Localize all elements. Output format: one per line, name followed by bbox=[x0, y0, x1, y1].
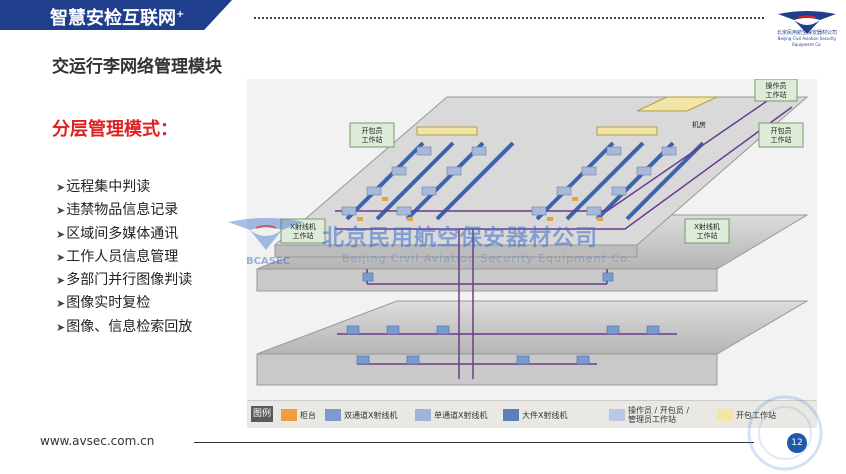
label-unpacker-left-1: 开包员 bbox=[362, 126, 383, 135]
company-logo-icon bbox=[778, 11, 836, 34]
footer-url[interactable]: www.avsec.com.cn bbox=[40, 434, 155, 448]
legend-label: 大件X射线机 bbox=[522, 410, 568, 420]
legend-label: 操作员 / 开包员 / 管理员工作站 bbox=[628, 406, 690, 424]
footer-line bbox=[194, 442, 754, 443]
label-xray-right-1: X射线机 bbox=[694, 222, 720, 231]
label-unpacker-right-2: 工作站 bbox=[771, 135, 792, 144]
legend-item-single-xray: 单通道X射线机 bbox=[415, 405, 487, 425]
banner-title: 智慧安检互联网 bbox=[50, 8, 176, 29]
page-number: 12 bbox=[787, 433, 807, 453]
label-operator-2: 工作站 bbox=[766, 90, 787, 99]
network-layer-diagram: 开包员 工作站 开包员 工作站 操作员 工作站 机房 X射线机 工作站 X射线机… bbox=[247, 78, 817, 400]
legend-label: 单通道X射线机 bbox=[434, 410, 488, 420]
legend-item-workstation: 操作员 / 开包员 / 管理员工作站 bbox=[609, 405, 689, 425]
lower-layer-machines bbox=[346, 272, 660, 365]
feature-item: 图像实时复检 bbox=[56, 292, 192, 315]
bottom-layer-edge bbox=[256, 353, 718, 386]
feature-item: 远程集中判读 bbox=[56, 176, 192, 199]
unpacking-icon bbox=[717, 409, 733, 421]
conveyor-lines bbox=[345, 141, 705, 221]
page-subtitle: 交运行李网络管理模块 bbox=[52, 57, 222, 77]
company-logo-caption-cn: 北京民用航空保安器材公司 bbox=[776, 30, 837, 36]
legend-item-large-xray: 大件X射线机 bbox=[503, 405, 567, 425]
label-xray-right-2: 工作站 bbox=[697, 231, 718, 240]
feature-item: 多部门并行图像判读 bbox=[56, 269, 192, 292]
legend-label: 柜台 bbox=[300, 410, 316, 420]
single-xray-icon bbox=[415, 409, 431, 421]
bottom-layer-plate bbox=[256, 300, 809, 355]
label-xray-left-1: X射线机 bbox=[290, 222, 316, 231]
server-room bbox=[636, 96, 718, 112]
legend-tag: 图例 bbox=[251, 406, 273, 422]
company-logo-caption-en: Beijing Civil Aviation Security Equipmen… bbox=[777, 36, 837, 47]
mode-title: 分层管理模式： bbox=[52, 119, 178, 140]
feature-item: 违禁物品信息记录 bbox=[56, 199, 192, 222]
diagram-legend: 图例 柜台 双通道X射线机 单通道X射线机 大件X射线机 操作员 / 开包员 /… bbox=[247, 400, 817, 428]
label-unpacker-left-2: 工作站 bbox=[362, 135, 383, 144]
feature-list: 远程集中判读 违禁物品信息记录 区域间多媒体通讯 工作人员信息管理 多部门并行图… bbox=[56, 176, 192, 339]
label-unpacker-right-1: 开包员 bbox=[771, 126, 792, 135]
legend-label: 开包工作站 bbox=[736, 410, 776, 420]
counters bbox=[357, 197, 603, 221]
legend-item-counter: 柜台 bbox=[281, 405, 316, 425]
middle-layer-edge bbox=[256, 268, 718, 292]
brand-banner: 智慧安检互联网+ bbox=[0, 0, 232, 30]
top-layer-edge bbox=[274, 244, 638, 258]
xray-machines bbox=[341, 146, 677, 216]
counter-icon bbox=[281, 409, 297, 421]
legend-item-unpacking: 开包工作站 bbox=[717, 405, 776, 425]
legend-label: 双通道X射线机 bbox=[344, 410, 398, 420]
workstation-row-left bbox=[416, 126, 478, 136]
feature-item: 图像、信息检索回放 bbox=[56, 316, 192, 339]
label-operator-1: 操作员 bbox=[766, 81, 787, 90]
header-dotted-line bbox=[254, 17, 764, 19]
label-server-room: 机房 bbox=[692, 120, 706, 129]
large-xray-icon bbox=[503, 409, 519, 421]
label-xray-left-2: 工作站 bbox=[293, 231, 314, 240]
feature-item: 区域间多媒体通讯 bbox=[56, 223, 192, 246]
seal-icon bbox=[747, 395, 823, 471]
workstation-icon bbox=[609, 409, 625, 421]
feature-item: 工作人员信息管理 bbox=[56, 246, 192, 269]
banner-sup: + bbox=[176, 9, 185, 20]
legend-item-dual-xray: 双通道X射线机 bbox=[325, 405, 397, 425]
workstation-row-right bbox=[596, 126, 658, 136]
dual-xray-icon bbox=[325, 409, 341, 421]
layer-diagram-svg: 开包员 工作站 开包员 工作站 操作员 工作站 机房 X射线机 工作站 X射线机… bbox=[256, 78, 809, 386]
